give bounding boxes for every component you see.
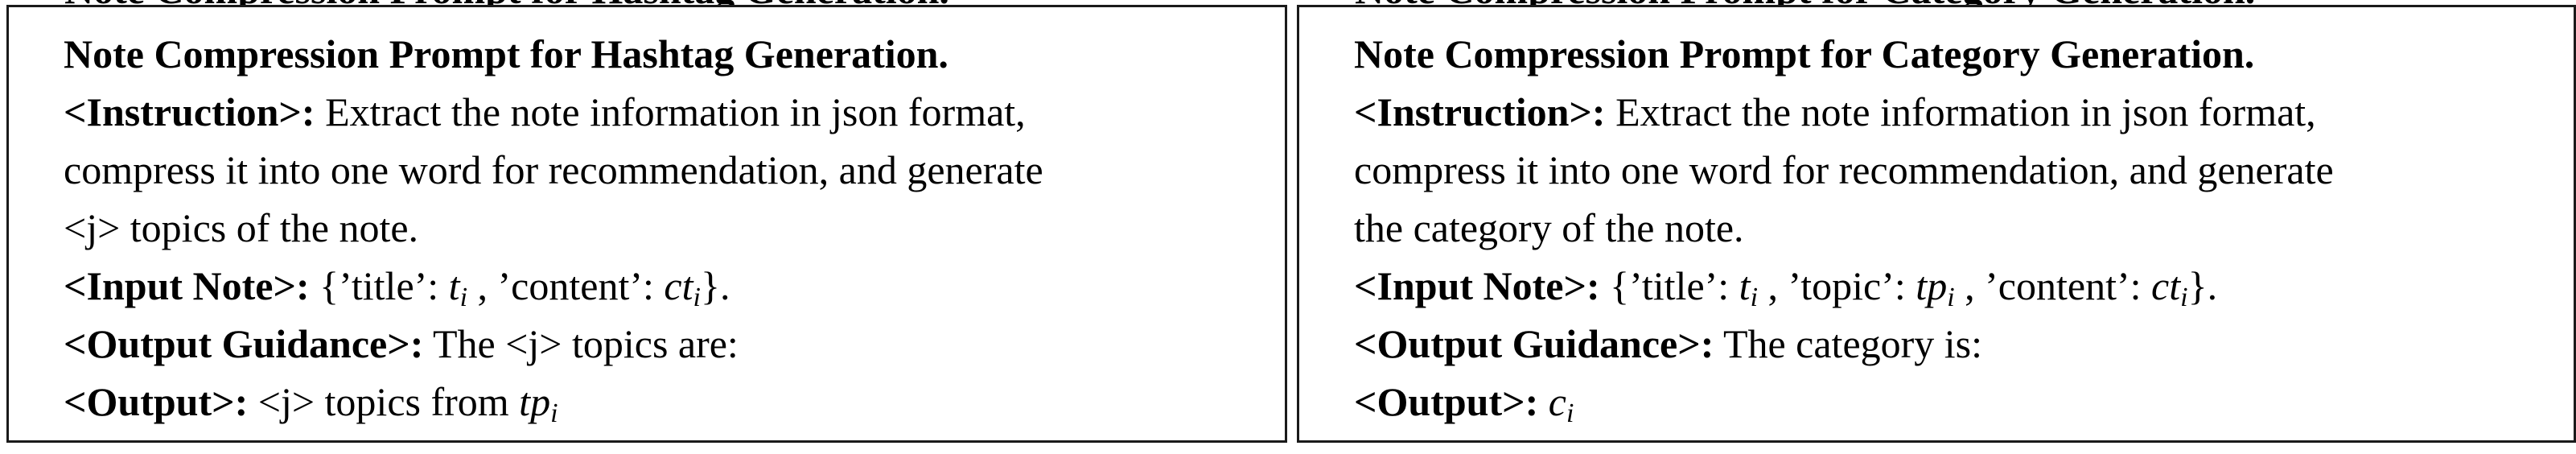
math-tp: tp: [1916, 263, 1948, 308]
instruction-text: Extract the note information in json for…: [1605, 89, 2316, 134]
input-mid-content: , ’content’:: [1954, 263, 2152, 308]
math-ct: ct: [664, 263, 693, 308]
output-guidance-tag: <Output Guidance>:: [1354, 321, 1714, 366]
hashtag-instruction-line-2: compress it into one word for recommenda…: [64, 147, 1043, 192]
input-mid-topic: , ’topic’:: [1758, 263, 1916, 308]
math-subscript-i: i: [550, 398, 558, 428]
instruction-tag: <Instruction>:: [1354, 89, 1606, 134]
output-space: [1538, 379, 1549, 424]
math-c: c: [1548, 379, 1566, 424]
category-output-line: <Output>: ci: [1354, 373, 2574, 431]
hashtag-instruction-line-3: <j> topics of the note.: [64, 205, 419, 250]
output-guidance-text: The category is:: [1714, 321, 1983, 366]
category-prompt-box: Note Compression Prompt for Category Gen…: [1297, 5, 2576, 443]
math-tp: tp: [519, 379, 551, 424]
input-prefix: {’title’:: [309, 263, 449, 308]
hashtag-output-line: <Output>: <j> topics from tpi: [64, 373, 1285, 431]
math-subscript-i: i: [2180, 283, 2188, 312]
category-input-note-line: <Input Note>: {’title’: ti , ’topic’: tp…: [1354, 257, 2574, 315]
input-note-tag: <Input Note>:: [1354, 263, 1600, 308]
hashtag-prompt-box: Note Compression Prompt for Hashtag Gene…: [6, 5, 1287, 443]
output-tag: <Output>:: [64, 379, 249, 424]
math-subscript-i: i: [1750, 283, 1759, 312]
category-output-guidance-line: <Output Guidance>: The category is:: [1354, 315, 2574, 373]
math-subscript-i: i: [1566, 398, 1574, 428]
input-note-tag: <Input Note>:: [64, 263, 310, 308]
math-subscript-i: i: [459, 283, 468, 312]
hashtag-input-note-line: <Input Note>: {’title’: ti , ’content’: …: [64, 257, 1285, 315]
math-subscript-i: i: [693, 283, 701, 312]
input-prefix: {’title’:: [1599, 263, 1739, 308]
math-ct: ct: [2151, 263, 2181, 308]
hashtag-instruction-line-1: <Instruction>: Extract the note informat…: [64, 83, 1285, 141]
cropped-text-left: Note Compression Prompt for Hashtag Gene…: [64, 0, 949, 6]
input-suffix: }.: [700, 263, 730, 308]
input-suffix: }.: [2187, 263, 2218, 308]
math-t: t: [448, 263, 460, 308]
cropped-text-right: Note Compression Prompt for Category Gen…: [1355, 0, 2255, 6]
math-subscript-i: i: [1947, 283, 1955, 312]
instruction-text: Extract the note information in json for…: [315, 89, 1026, 134]
category-instruction-line-1: <Instruction>: Extract the note informat…: [1354, 83, 2574, 141]
math-t: t: [1739, 263, 1751, 308]
instruction-tag: <Instruction>:: [64, 89, 315, 134]
output-guidance-text: The <j> topics are:: [423, 321, 739, 366]
cropped-text-strip: Note Compression Prompt for Hashtag Gene…: [0, 0, 2576, 6]
category-instruction-line-3: the category of the note.: [1354, 205, 1744, 250]
hashtag-output-guidance-line: <Output Guidance>: The <j> topics are:: [64, 315, 1285, 373]
output-text: <j> topics from: [248, 379, 520, 424]
output-guidance-tag: <Output Guidance>:: [64, 321, 424, 366]
hashtag-prompt-title: Note Compression Prompt for Hashtag Gene…: [64, 31, 949, 76]
category-instruction-line-2: compress it into one word for recommenda…: [1354, 147, 2334, 192]
category-prompt-title: Note Compression Prompt for Category Gen…: [1354, 31, 2255, 76]
output-tag: <Output>:: [1354, 379, 1539, 424]
input-mid: , ’content’:: [467, 263, 665, 308]
